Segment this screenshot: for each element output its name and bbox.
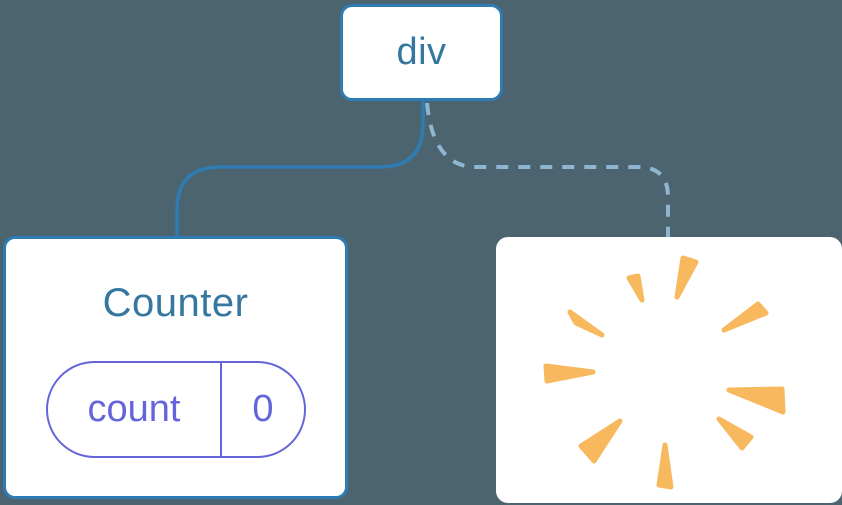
poof-burst-rays [543,255,786,490]
state-key-label: count [48,363,222,456]
root-node-label: div [396,31,447,73]
tree-edge-dashed [425,102,670,237]
removed-component-card [496,237,842,503]
root-node-div: div [340,4,503,101]
state-pill: count 0 [46,361,306,458]
state-value: 0 [252,388,274,430]
counter-component-card: Counter count 0 [3,236,348,499]
poof-burst-icon [543,255,786,490]
component-name-label: Counter [102,281,249,325]
tree-edge-solid [175,101,425,236]
